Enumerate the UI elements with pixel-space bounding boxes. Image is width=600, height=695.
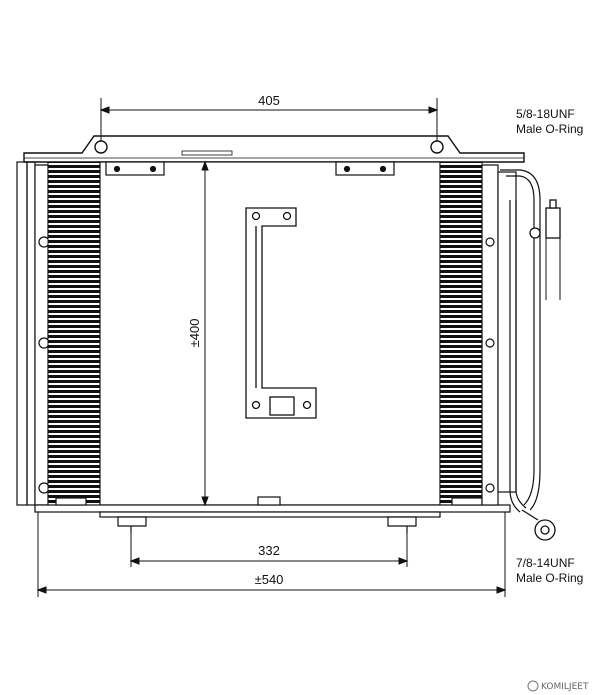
dimension-top-width-label: 405 bbox=[258, 93, 280, 108]
right-tank bbox=[481, 164, 517, 506]
upper-connection-spec: 5/8-18UNF bbox=[516, 107, 575, 121]
refrigerant-pipes bbox=[500, 169, 541, 513]
top-bracket bbox=[23, 135, 525, 163]
upper-fitting bbox=[529, 199, 561, 300]
top-clips bbox=[105, 161, 395, 176]
lower-connection-spec: 7/8-14UNF bbox=[516, 556, 575, 570]
dimension-height bbox=[201, 160, 209, 507]
watermark-text: KOMILJEET bbox=[541, 682, 589, 692]
left-fin-band bbox=[47, 161, 101, 506]
dimension-top-width bbox=[99, 98, 439, 141]
right-fin-band bbox=[439, 161, 483, 506]
mount-hole-right bbox=[430, 140, 444, 154]
dimension-overall-width bbox=[36, 512, 507, 597]
dimension-bottom-mount bbox=[129, 533, 409, 567]
left-frame bbox=[16, 161, 36, 506]
bottom-base bbox=[34, 496, 511, 533]
dimension-overall-width-label: ±540 bbox=[255, 572, 284, 587]
lower-fitting bbox=[521, 509, 556, 541]
watermark-logo: KOMILJEET bbox=[527, 680, 589, 692]
left-tank bbox=[34, 164, 50, 506]
upper-connection-type: Male O-Ring bbox=[516, 122, 583, 136]
dimension-height-label: ±400 bbox=[187, 319, 202, 348]
lower-connection-type: Male O-Ring bbox=[516, 571, 583, 585]
center-bracket bbox=[245, 207, 317, 419]
dimension-bottom-mount-label: 332 bbox=[258, 543, 280, 558]
mount-hole-left bbox=[94, 140, 108, 154]
